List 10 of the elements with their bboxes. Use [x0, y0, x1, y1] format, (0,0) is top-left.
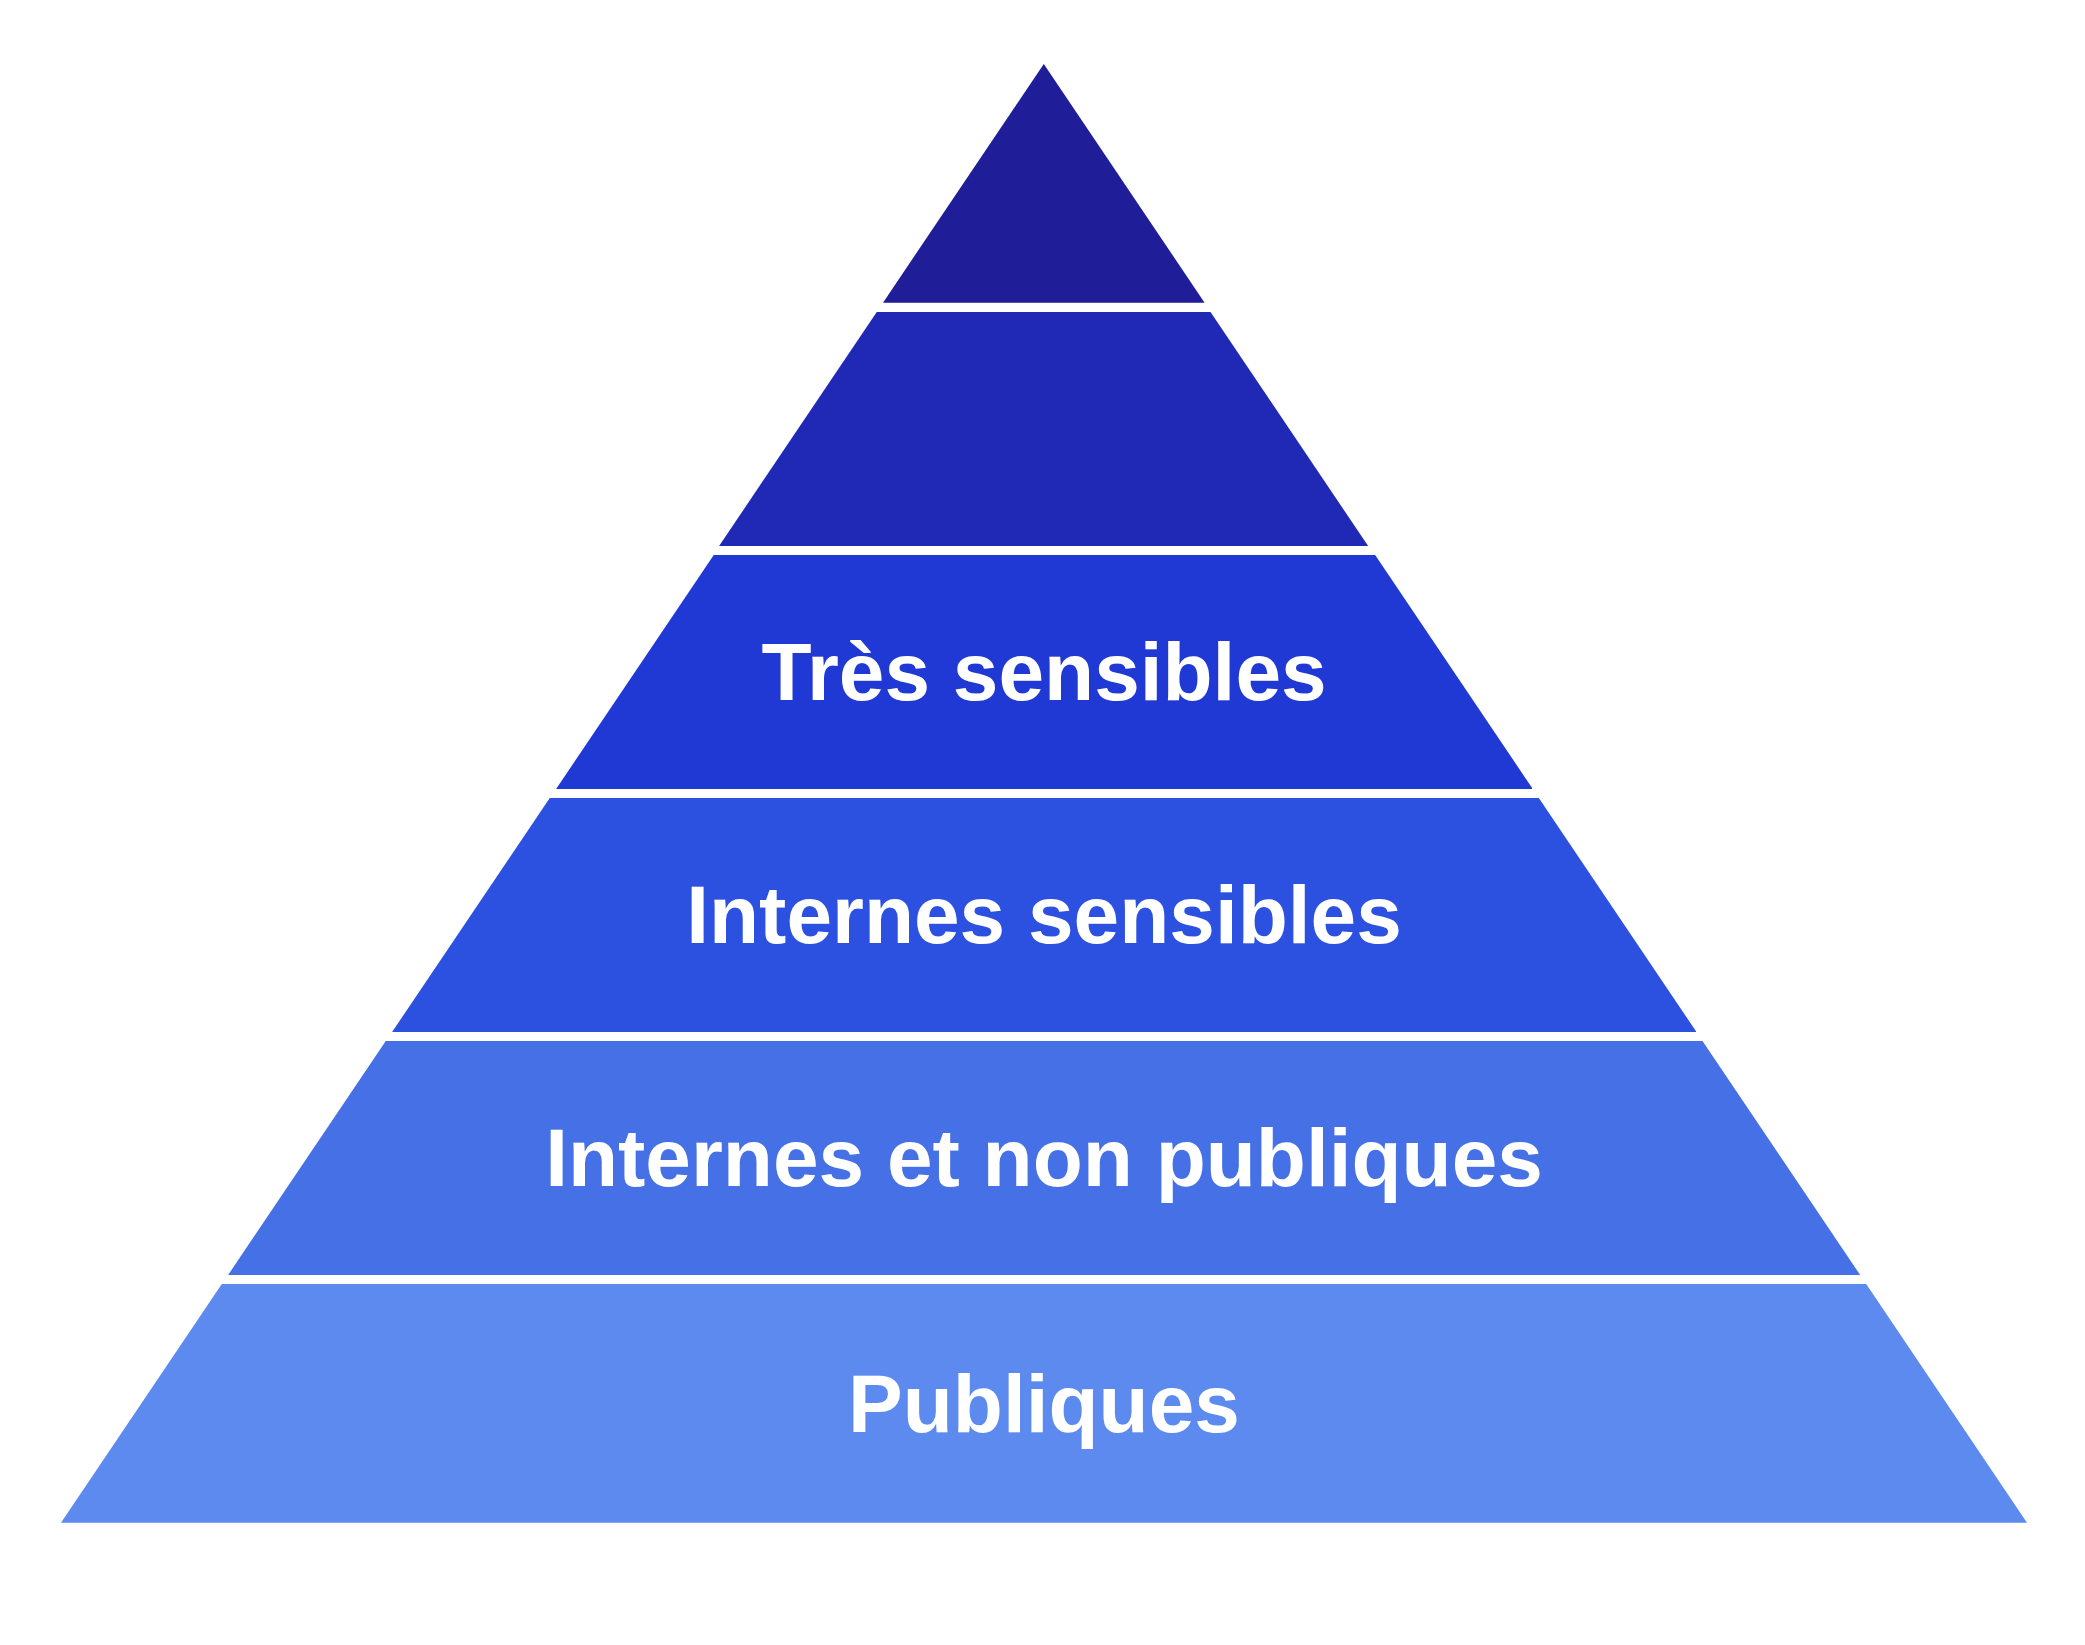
layer-label: Internes et non publiques: [545, 1111, 1543, 1206]
pyramid-apex: [883, 64, 1205, 303]
pyramid-layer: [391, 798, 1697, 1033]
pyramid-layer: [227, 1041, 1861, 1276]
pyramid-layer: [719, 311, 1369, 546]
layer-label: Internes sensibles: [686, 868, 1402, 963]
pyramid-layer: [555, 554, 1533, 789]
layer-label: Très sensibles: [761, 624, 1327, 719]
layer-label: Publiques: [848, 1356, 1240, 1451]
pyramid-layer: [61, 1284, 2027, 1523]
